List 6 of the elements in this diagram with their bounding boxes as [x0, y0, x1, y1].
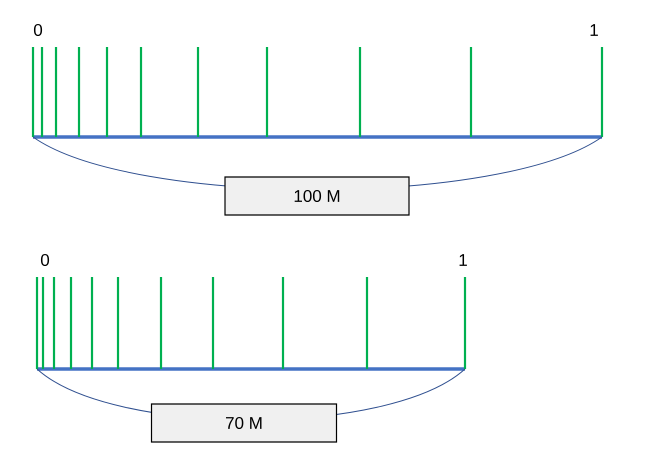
axis-label: 0: [40, 254, 50, 266]
axis-label: 0: [34, 24, 42, 36]
axis-label: 1: [460, 254, 467, 266]
length-box: 70 M: [150, 403, 338, 443]
axis-label: 1: [590, 24, 598, 36]
length-box: 100 M: [224, 176, 410, 216]
